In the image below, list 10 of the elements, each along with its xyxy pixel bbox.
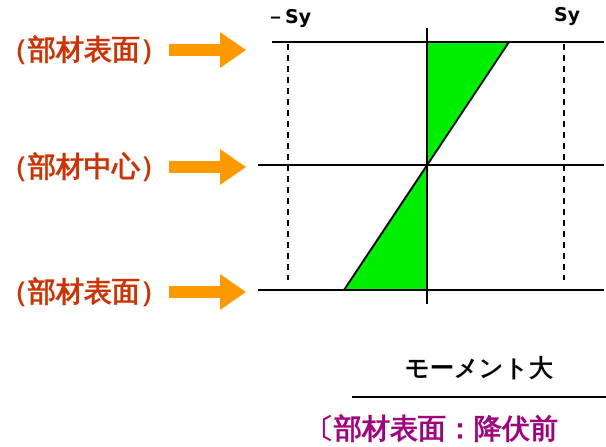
axis-label: －Sy — [266, 5, 312, 30]
axis-label: Sy — [554, 4, 580, 26]
member-position-label: （部材表面） — [0, 275, 168, 309]
arrow — [169, 149, 246, 185]
arrow — [169, 32, 246, 68]
caption-text: 〔部材表面：降伏前 — [306, 411, 558, 447]
member-position-label: （部材表面） — [0, 33, 168, 67]
arrow — [169, 274, 246, 310]
member-position-label: （部材中心） — [0, 150, 168, 184]
caption-text: モーメント大 — [405, 353, 553, 384]
